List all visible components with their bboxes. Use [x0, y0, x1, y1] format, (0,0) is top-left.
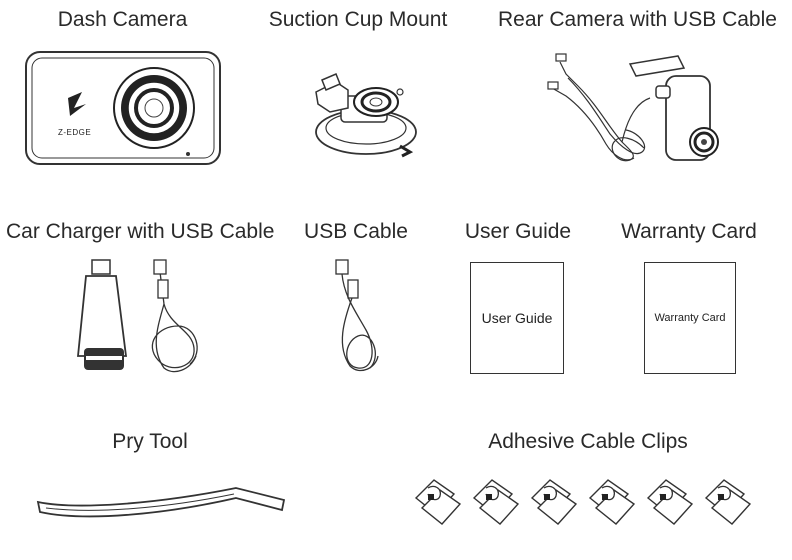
dash-camera-brand-text: Z-EDGE	[58, 128, 92, 137]
pry-tool-illustration	[36, 470, 286, 530]
cable-clips-label: Adhesive Cable Clips	[488, 430, 688, 453]
dash-camera-label: Dash Camera	[57, 8, 188, 31]
car-charger-label: Car Charger with USB Cable	[6, 220, 275, 243]
suction-cup-mount-illustration	[296, 60, 436, 170]
user-guide-label: User Guide	[464, 220, 572, 243]
cable-clip	[647, 479, 693, 525]
usb-cable-illustration	[322, 256, 392, 380]
warranty-card: Warranty Card	[644, 262, 736, 374]
cable-clip	[531, 479, 577, 525]
rear-camera-label: Rear Camera with USB Cable	[498, 8, 777, 31]
warranty-card-label: Warranty Card	[621, 220, 757, 243]
usb-cable-label: USB Cable	[304, 220, 408, 243]
user-guide-booklet: User Guide	[470, 262, 564, 374]
rear-camera-illustration	[538, 46, 738, 170]
cable-clip	[415, 479, 461, 525]
suction-cup-mount-label: Suction Cup Mount	[268, 8, 448, 31]
cable-clip	[589, 479, 635, 525]
pry-tool-label: Pry Tool	[112, 430, 188, 453]
cable-clip	[473, 479, 519, 525]
cable-clips-group	[410, 470, 770, 530]
user-guide-cover-text: User Guide	[481, 310, 553, 326]
car-charger-illustration	[77, 256, 214, 380]
dash-camera-illustration: Z-EDGE	[24, 50, 224, 168]
cable-clip	[705, 479, 751, 525]
warranty-card-cover-text: Warranty Card	[654, 312, 726, 324]
